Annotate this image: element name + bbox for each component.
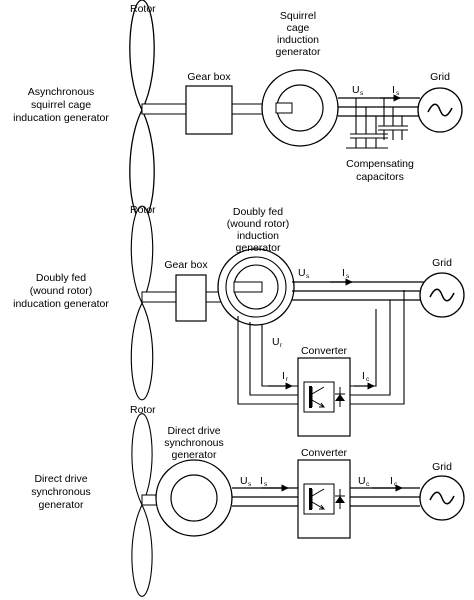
stator-voltage-sub: s [248,481,252,488]
three-phase-lines [338,97,420,117]
current-label: I [392,84,395,96]
stator-voltage-label: U [240,475,248,487]
gearbox-label: Gear box [164,259,208,271]
generator-label-line2: (wound rotor) [227,218,289,230]
generator-label-line1: Doubly fed [233,206,283,218]
stator-voltage-label: U [298,267,306,279]
capacitor-label-line1: Compensating [346,158,414,170]
grid-voltage-sub: c [366,481,370,488]
converter-grid-lines [350,487,420,507]
system-label-line2: squirrel cage [31,99,91,111]
generator-inner-circle [170,474,218,522]
voltage-label: U [352,84,360,96]
stator-current-label: I [260,475,263,487]
capacitor-label-line2: capacitors [356,171,404,183]
grid-label: Grid [432,461,452,473]
section-direct-drive: Rotor Direct drive synchronous generator… [31,404,465,597]
grid-sine-icon [429,491,455,505]
converter-grid-lines [350,290,405,405]
current-sub: s [396,90,400,97]
grid-voltage-label: U [358,475,366,487]
rotor-current-label: I [282,370,285,382]
generator-label-line1: Direct drive [167,425,220,437]
rotor-label: Rotor [130,404,156,416]
rotor-label: Rotor [130,3,156,15]
converter-label: Converter [301,447,348,459]
generator-label-line2: synchronous [164,437,224,449]
generator-label-line3: generator [172,449,217,461]
system-label-line3: inducation generator [13,298,109,310]
rotor-blades [130,205,154,401]
stator-current-sub: s [346,273,350,280]
grid-current-sub: c [366,376,370,383]
grid-current-label: I [390,475,393,487]
compensating-capacitors [346,98,408,149]
system-label-line3: generator [39,499,84,511]
system-label-line1: Asynchronous [28,86,95,98]
gearbox-label: Gear box [187,71,231,83]
system-label-line1: Doubly fed [36,272,86,284]
grid-current-label: I [362,370,365,382]
rotor-label: Rotor [130,204,156,216]
shaft-rotor-gearbox [141,103,187,115]
generator-label-line4: generator [236,242,281,254]
grid-label: Grid [432,257,452,269]
stator-lines [292,281,424,301]
grid-sine-icon [429,288,455,302]
grid-current-sub: c [394,481,398,488]
grid-sine-icon [427,103,453,117]
gearbox-box [185,85,233,135]
generator-label-line2: cage [287,22,310,34]
voltage-sub: s [360,90,364,97]
system-label-line1: Direct drive [34,473,87,485]
system-label-line2: synchronous [31,486,91,498]
system-label-line3: inducation generator [13,112,109,124]
stator-lines [232,487,298,507]
rotor-voltage-sub: r [280,342,283,349]
generator-label-line4: generator [276,46,321,58]
system-label-line2: (wound rotor) [30,285,92,297]
stator-current-label: I [342,267,345,279]
section-doubly-fed: Rotor Doubly fed (wound rotor) inducatio… [13,204,465,437]
generator-label-line3: induction [277,34,319,46]
converter-label: Converter [301,345,348,357]
stator-voltage-sub: s [306,273,310,280]
rotor-converter-lines [237,316,298,405]
generator-label-line1: Squirrel [280,10,316,22]
rotor-current-sub: r [286,376,289,383]
section-squirrel-cage: Rotor Asynchronous squirrel cage inducat… [13,0,463,221]
generator-label-line3: induction [237,230,279,242]
gearbox-box [175,274,207,322]
stator-current-sub: s [264,481,268,488]
rotor-voltage-label: U [272,336,280,348]
grid-label: Grid [430,71,450,83]
